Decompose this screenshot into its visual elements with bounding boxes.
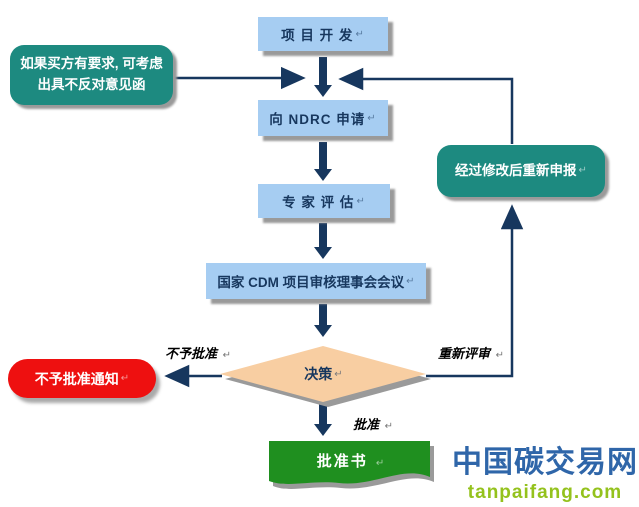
node-decision-label: 决策 [304,366,333,382]
node-approval-letter-label: 批准书 ↵ [269,450,434,471]
node-reject-notice-label: 不予批准通知 [34,370,119,387]
node-apply-ndrc-label: 向 NDRC 申请 [269,112,366,127]
return-mark-icon: ↵ [222,350,232,361]
node-decision: 决策 ↵ [276,363,371,385]
edge-label-re-review: 重新评审 ↵ [438,343,504,362]
return-mark-icon: ↵ [406,275,415,287]
node-resubmit-label: 经过修改后重新申报 [455,162,577,178]
node-approval-letter: 批准书 ↵ [269,441,434,493]
edge-label-re-review-text: 重新评审 [438,346,491,361]
node-project-development-label: 项 目 开 发 [281,28,354,43]
edge-label-approve: 批准 ↵ [353,414,393,433]
site-logo-name: 中国碳交易网 [452,445,638,480]
node-expert-evaluation-label: 专 家 评 估 [282,195,355,210]
node-reject-notice: 不予批准通知 ↵ [8,359,156,398]
site-logo-domain: tanpaifang.com [467,482,623,503]
node-board-meeting: 国家 CDM 项目审核理事会会议 ↵ [206,263,426,299]
return-mark-icon: ↵ [334,368,343,380]
node-apply-ndrc: 向 NDRC 申请 ↵ [258,100,388,136]
return-mark-icon: ↵ [375,458,387,469]
edge-label-reject-text: 不予批准 [165,346,218,361]
return-mark-icon: ↵ [120,373,130,384]
document-shape [269,441,434,489]
return-mark-icon: ↵ [367,112,377,124]
node-project-development: 项 目 开 发 ↵ [258,17,388,51]
node-buyer-note-label: 如果买方有要求, 可考虑出具不反对意见函 [20,56,163,92]
site-logo: 中国碳交易网 tanpaifang.com [452,437,638,504]
return-mark-icon: ↵ [384,421,394,432]
return-mark-icon: ↵ [356,195,366,207]
return-mark-icon: ↵ [355,28,365,40]
edge-label-reject: 不予批准 ↵ [165,343,231,362]
node-board-meeting-label: 国家 CDM 项目审核理事会会议 [217,275,405,290]
approval-letter-text: 批准书 [316,453,368,470]
node-buyer-note: 如果买方有要求, 可考虑出具不反对意见函 [10,45,173,105]
node-expert-evaluation: 专 家 评 估 ↵ [258,184,390,218]
return-mark-icon: ↵ [578,165,587,177]
edge-label-approve-text: 批准 [353,417,380,432]
node-resubmit: 经过修改后重新申报 ↵ [437,145,605,197]
return-mark-icon: ↵ [495,350,505,361]
